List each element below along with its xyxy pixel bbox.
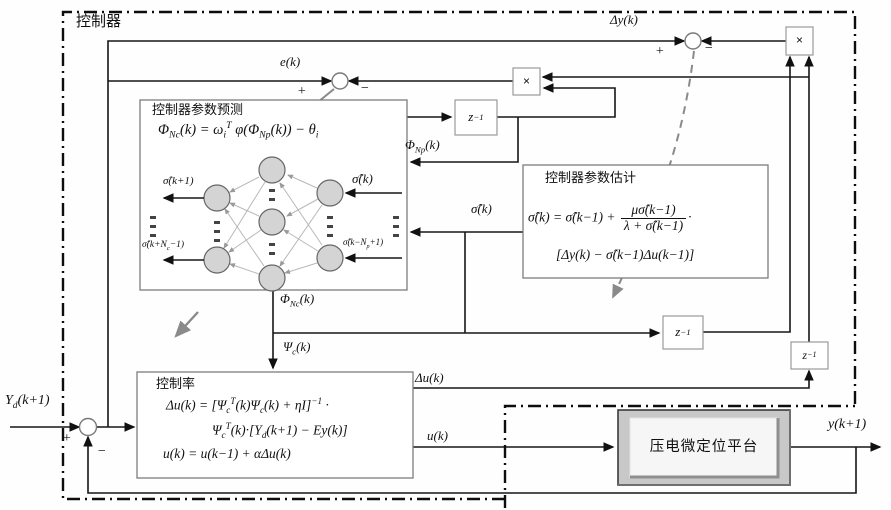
u-label: u(k) xyxy=(427,428,448,443)
error-label: e(k) xyxy=(280,54,301,69)
estimation-f1-lead: σ̂(k) = σ̂(k−1) + xyxy=(528,209,619,225)
wire-dy-line xyxy=(107,36,686,427)
y-output-label: y(k+1) xyxy=(828,417,867,432)
wire-delay2-out xyxy=(702,55,795,333)
delay-1-box xyxy=(454,99,498,136)
sum-yd-plus: + xyxy=(62,431,72,446)
nn-output-1-label: σ̂(k+1) xyxy=(163,175,194,187)
prediction-formula: ΦNc(k) = ωiT φ(ΦNp(k)) − θi xyxy=(158,120,319,141)
sigma-hat-label: σ̂(k) xyxy=(471,201,492,216)
annotation-prediction-to-law xyxy=(174,311,199,338)
wire-feedback xyxy=(83,435,857,494)
plant-box xyxy=(617,409,791,486)
estimation-f1-dot: · xyxy=(688,209,692,225)
nn-ellipsis-dots xyxy=(150,189,399,261)
nn-hidden-node xyxy=(258,156,286,184)
plant-label: 压电微定位平台 xyxy=(649,438,759,455)
sum-yd-minus: − xyxy=(97,444,107,459)
delta-u-label: Δu(k) xyxy=(415,370,444,385)
psi-c-label: Ψc(k) xyxy=(283,339,311,357)
sum-e-minus: − xyxy=(360,81,370,96)
estimation-formula-line1: σ̂(k) = σ̂(k−1) + μσ̂(k−1)λ + σ̂(k−1)· xyxy=(528,202,692,234)
sum-junction-yd xyxy=(78,417,98,437)
multiply-2-box xyxy=(512,67,541,96)
sum-dy-plus: + xyxy=(655,44,665,59)
delay-2-box xyxy=(662,315,704,350)
nn-input-node xyxy=(316,244,344,272)
wire-delay1-out xyxy=(497,83,616,118)
estimation-formula-line2: [Δy(k) − σ̂(k−1)Δu(k−1)] xyxy=(556,247,695,262)
delay-1-label: z−1 xyxy=(468,109,484,125)
nn-output-2-label: σ̂(k+Nc−1) xyxy=(142,240,185,252)
estimation-title: 控制器参数估计 xyxy=(545,170,637,185)
estimation-fraction: μσ̂(k−1)λ + σ̂(k−1) xyxy=(620,202,687,234)
estimation-box xyxy=(522,164,769,279)
nn-input-node xyxy=(316,179,344,207)
controller-region-label: 控制器 xyxy=(76,13,122,30)
wire-delta-u xyxy=(413,369,814,389)
delay-3-box xyxy=(790,341,829,370)
yd-label: Yd(k+1) xyxy=(5,393,50,411)
nn-hidden-node xyxy=(258,208,286,236)
control-law-formula-3: u(k) = u(k−1) + αΔu(k) xyxy=(163,446,291,461)
control-law-formula-2: ΨcT(k)·[Yd(k+1) − Ey(k)] xyxy=(212,421,348,441)
wire-phi-feedback xyxy=(409,117,519,167)
sum-dy-minus: − xyxy=(704,41,714,56)
plant-boundary xyxy=(503,404,855,508)
delay-2-label: z−1 xyxy=(675,324,691,340)
phi-np-label: ΦNp(k) xyxy=(405,137,440,155)
sum-e-plus: + xyxy=(297,84,307,99)
multiply-1-label: × xyxy=(795,33,803,48)
sum-junction-dy xyxy=(684,32,702,50)
nn-output-node xyxy=(203,184,231,212)
nn-output-node xyxy=(203,246,231,274)
controller-boundary xyxy=(61,10,857,501)
control-law-formula-1: Δu(k) = [ΨcT(k)Ψc(k) + ηI]−1 · xyxy=(166,396,329,416)
delay-3-label: z−1 xyxy=(802,347,817,362)
delta-y-label: Δy(k) xyxy=(610,12,638,27)
nn-hidden-node xyxy=(258,264,286,292)
signal-wires xyxy=(10,36,882,494)
multiply-1-box xyxy=(785,26,814,56)
control-law-title: 控制率 xyxy=(156,376,196,391)
multiply-2-label: × xyxy=(522,73,530,88)
sum-junction-e xyxy=(331,72,349,90)
prediction-title: 控制器参数预测 xyxy=(152,102,244,117)
control-law-box xyxy=(136,371,414,479)
neural-network xyxy=(150,156,402,292)
nn-input-1-label: σ̂(k) xyxy=(352,171,373,186)
phi-nc-label: ΦNc(k) xyxy=(280,291,315,309)
nn-input-2-label: σ̂(k−Np+1) xyxy=(343,237,384,250)
